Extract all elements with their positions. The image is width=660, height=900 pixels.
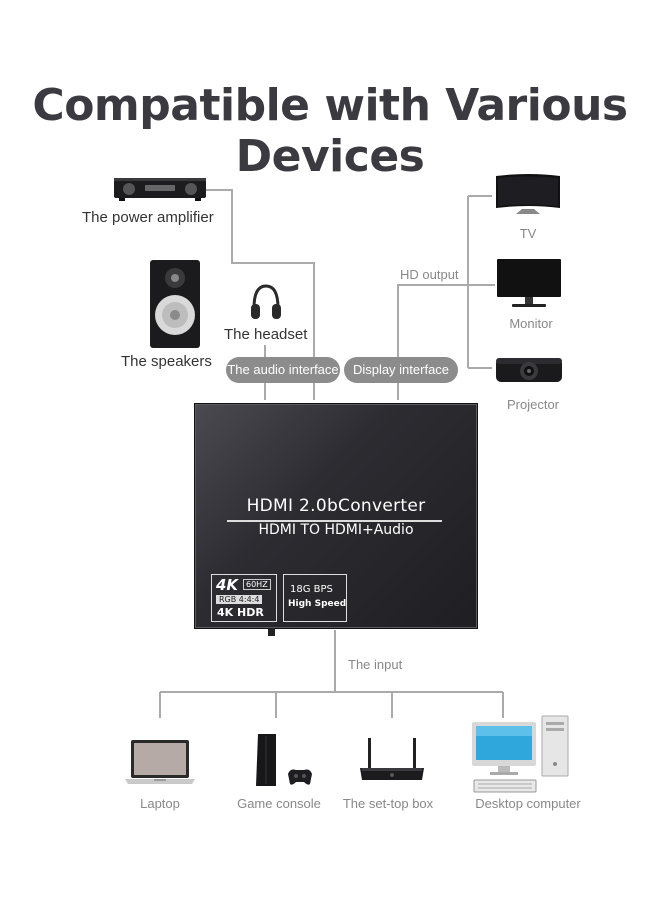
product-name: HDMI 2.0bConverter <box>246 496 426 516</box>
set-top-box-icon <box>360 738 424 780</box>
display-interface-pill: Display interface <box>344 357 458 383</box>
monitor-icon <box>497 259 561 307</box>
projector-label: Projector <box>506 397 560 412</box>
tv-label: TV <box>519 226 537 241</box>
laptop-label: Laptop <box>140 796 180 811</box>
monitor-label: Monitor <box>509 316 553 331</box>
4k-hdr-badge: 4K 60HZ RGB 4:4:4 4K HDR <box>211 574 277 622</box>
headset-icon <box>251 284 281 319</box>
hdmi-converter-box: HDMI 2.0bConverter HDMI TO HDMI+Audio 4K… <box>194 403 478 629</box>
projector-icon <box>496 358 562 382</box>
badge-hz: 60HZ <box>243 579 271 590</box>
badge-rgb: RGB 4:4:4 <box>216 595 263 604</box>
amplifier-icon <box>114 178 206 201</box>
page-title: Compatible with Various Devices <box>32 80 628 182</box>
badge-speed: High Speed <box>288 599 347 609</box>
game-console-label: Game console <box>237 796 321 811</box>
product-subtitle: HDMI TO HDMI+Audio <box>258 522 414 538</box>
desktop-computer-label: Desktop computer <box>475 796 581 811</box>
badge-4k: 4K <box>216 576 239 594</box>
speakers-label: The speakers <box>121 353 212 370</box>
desktop-computer-icon <box>472 715 569 793</box>
speaker-icon <box>150 260 200 348</box>
headset-label: The headset <box>224 326 308 343</box>
product-divider <box>227 520 442 522</box>
converter-switch <box>268 628 275 636</box>
laptop-icon <box>125 740 195 784</box>
set-top-box-label: The set-top box <box>342 796 434 811</box>
audio-interface-pill: The audio interface <box>226 357 340 383</box>
input-label: The input <box>348 657 403 672</box>
speed-badge: 18G BPS High Speed <box>283 574 347 622</box>
hd-output-label: HD output <box>400 267 459 282</box>
badge-bps: 18G BPS <box>290 584 333 595</box>
amplifier-label: The power amplifier <box>82 209 214 226</box>
badge-hdr: 4K HDR <box>217 606 264 619</box>
tv-icon <box>496 174 560 214</box>
game-console-icon <box>256 734 312 786</box>
